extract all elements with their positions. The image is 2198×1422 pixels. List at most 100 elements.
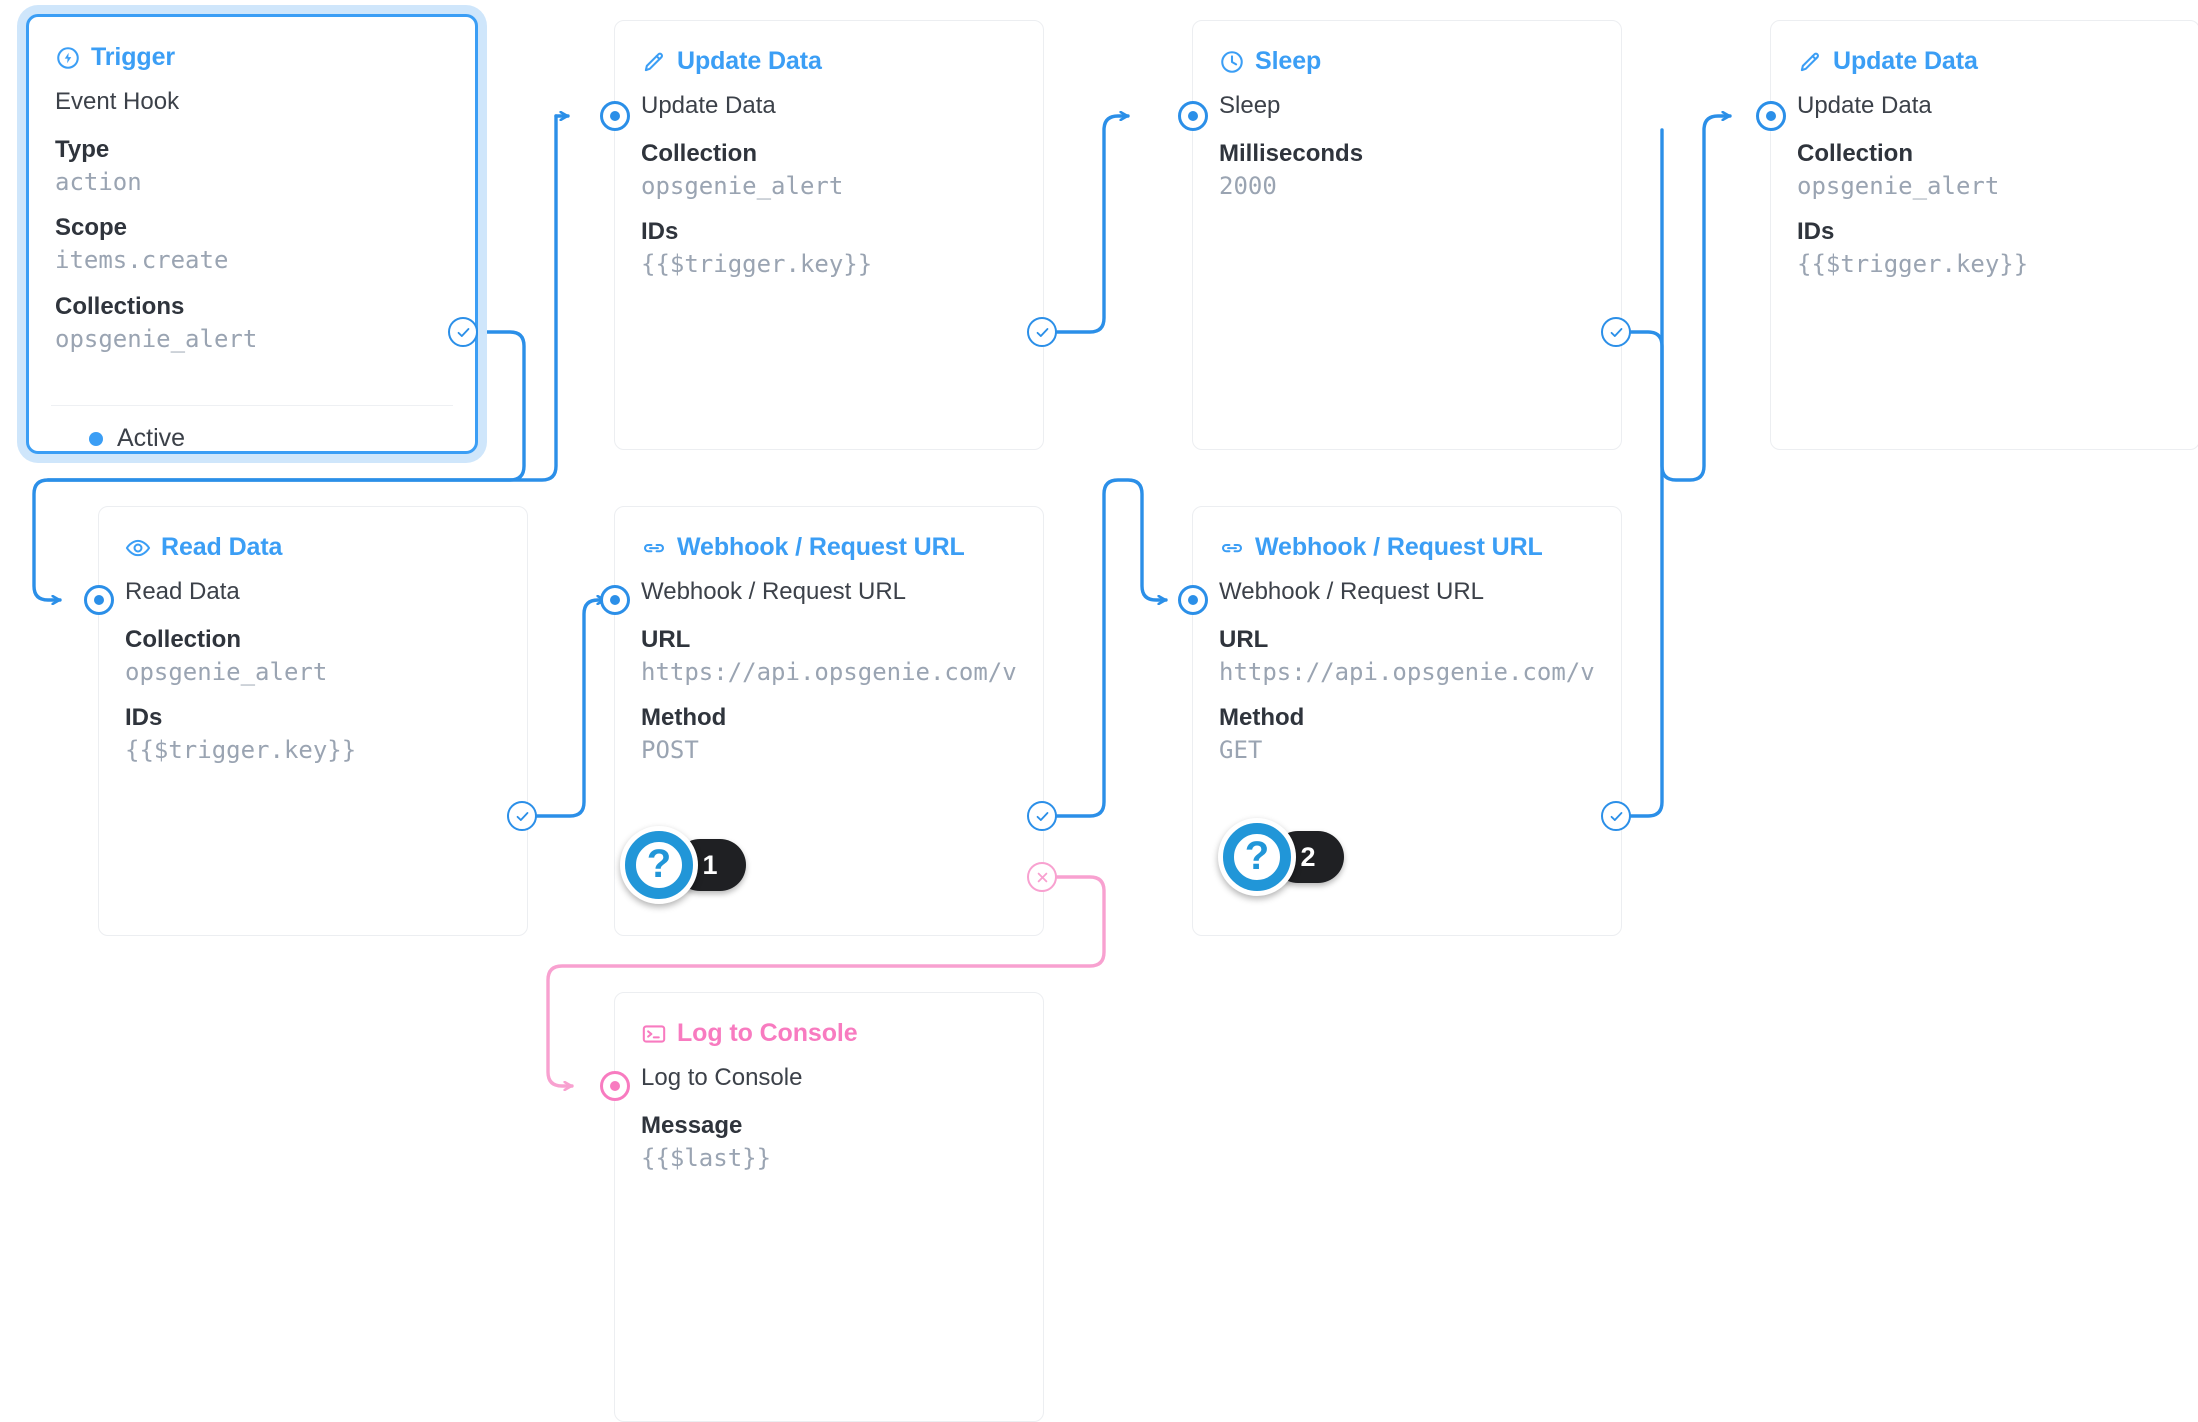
- card-body: Webhook / Request URL URL https://api.op…: [1193, 562, 1621, 767]
- field-ids: IDs {{$trigger.key}}: [1797, 216, 2173, 280]
- card-header: Sleep: [1193, 21, 1621, 76]
- field-milliseconds: Milliseconds 2000: [1219, 138, 1595, 202]
- card-body: Sleep Milliseconds 2000: [1193, 76, 1621, 202]
- field-method: Method GET: [1219, 702, 1595, 766]
- field-message: Message {{$last}}: [641, 1110, 1017, 1174]
- node-row-name: Log to Console: [641, 1064, 803, 1091]
- card-body: Update Data Collection opsgenie_alert ID…: [615, 76, 1043, 281]
- field-value: opsgenie_alert: [125, 658, 328, 687]
- field-ids: IDs {{$trigger.key}}: [125, 702, 501, 766]
- port-resolve-sleep[interactable]: [1601, 317, 1631, 347]
- port-resolve-webhook-get[interactable]: [1601, 801, 1631, 831]
- badge-2[interactable]: ? 2: [1218, 818, 1344, 896]
- node-card-update-data-2[interactable]: Update Data Update Data Collection opsge…: [1770, 20, 2198, 450]
- card-header: Log to Console: [615, 993, 1043, 1048]
- port-resolve-trigger[interactable]: [448, 317, 478, 347]
- field-label: IDs: [1797, 218, 1835, 246]
- field-value: action: [55, 168, 142, 197]
- field-label: IDs: [125, 704, 163, 732]
- field-value: POST: [641, 736, 699, 765]
- field-label: Collection: [641, 140, 758, 167]
- card-type-label: Webhook / Request URL: [677, 533, 965, 561]
- port-resolve-update-data-1[interactable]: [1027, 317, 1057, 347]
- field-label: Milliseconds: [1219, 140, 1364, 167]
- field-value: https://api.opsgenie.com/v…: [1219, 658, 1595, 687]
- field-url: URL https://api.opsgenie.com/v…: [641, 624, 1017, 688]
- card-type-label: Update Data: [1833, 47, 1978, 75]
- port-target-webhook-post[interactable]: [600, 585, 630, 615]
- field-label: Scope: [55, 214, 128, 242]
- field-value: opsgenie_alert: [55, 324, 258, 353]
- card-body: Update Data Collection opsgenie_alert ID…: [1771, 76, 2198, 281]
- field-value: opsgenie_alert: [641, 172, 844, 201]
- terminal-icon: [641, 1021, 667, 1047]
- node-row-name: Update Data: [1797, 92, 1932, 119]
- field-value: {{$trigger.key}}: [125, 736, 357, 765]
- field-collection: Collection opsgenie_alert: [1797, 138, 2173, 202]
- card-header: Update Data: [615, 21, 1043, 76]
- field-value: {{$last}}: [641, 1144, 772, 1173]
- status-badge: Active: [89, 424, 185, 453]
- card-type-label: Trigger: [91, 43, 176, 71]
- card-header: Update Data: [1771, 21, 2198, 76]
- node-card-sleep[interactable]: Sleep Sleep Milliseconds 2000: [1192, 20, 1622, 450]
- card-header: Trigger: [29, 17, 475, 72]
- card-type-label: Webhook / Request URL: [1255, 533, 1543, 561]
- card-body: Webhook / Request URL URL https://api.op…: [615, 562, 1043, 767]
- card-body: Event Hook Type action Scope items.creat…: [29, 72, 475, 355]
- port-target-update-data-2[interactable]: [1756, 101, 1786, 131]
- port-target-webhook-get[interactable]: [1178, 585, 1208, 615]
- field-collections: Collections opsgenie_alert: [55, 291, 449, 355]
- field-value: GET: [1219, 736, 1263, 765]
- card-type-label: Log to Console: [677, 1019, 858, 1047]
- field-ids: IDs {{$trigger.key}}: [641, 216, 1017, 280]
- field-label: Collections: [55, 292, 185, 320]
- card-divider: [51, 405, 453, 406]
- port-target-update-data-1[interactable]: [600, 101, 630, 131]
- node-row-name: Update Data: [641, 92, 776, 119]
- status-dot: [89, 431, 103, 446]
- field-value: https://api.opsgenie.com/v…: [641, 658, 1017, 687]
- clock-icon: [1219, 49, 1245, 75]
- question-mark-icon: ?: [620, 826, 698, 904]
- field-label: Collection: [125, 626, 242, 653]
- node-row-name: Webhook / Request URL: [1219, 578, 1485, 605]
- node-card-update-data-1[interactable]: Update Data Update Data Collection opsge…: [614, 20, 1044, 450]
- port-reject-webhook-post[interactable]: [1027, 862, 1057, 892]
- card-type-label: Update Data: [677, 47, 822, 75]
- card-body: Log to Console Message {{$last}}: [615, 1048, 1043, 1174]
- node-row-name: Sleep: [1219, 92, 1281, 119]
- node-card-trigger[interactable]: Trigger Event Hook Type action Scope ite…: [26, 14, 478, 454]
- badge-symbol: ?: [1244, 834, 1270, 878]
- port-target-read-data[interactable]: [84, 585, 114, 615]
- field-label: Collection: [1797, 140, 1914, 167]
- field-label: Method: [1219, 704, 1305, 732]
- badge-symbol: ?: [646, 842, 672, 886]
- card-header: Webhook / Request URL: [1193, 507, 1621, 562]
- badge-1[interactable]: ? 1: [620, 826, 746, 904]
- field-type: Type action: [55, 134, 449, 198]
- card-header: Read Data: [99, 507, 527, 562]
- port-resolve-read-data[interactable]: [507, 801, 537, 831]
- field-value: {{$trigger.key}}: [1797, 250, 2029, 279]
- field-value: {{$trigger.key}}: [641, 250, 873, 279]
- link-icon: [641, 535, 667, 561]
- field-method: Method POST: [641, 702, 1017, 766]
- field-label: IDs: [641, 218, 679, 246]
- field-value: opsgenie_alert: [1797, 172, 2000, 201]
- status-label: Active: [117, 424, 186, 452]
- pencil-icon: [641, 49, 667, 75]
- port-target-log-to-console[interactable]: [600, 1071, 630, 1101]
- port-target-sleep[interactable]: [1178, 101, 1208, 131]
- field-value: items.create: [55, 246, 229, 275]
- node-card-read-data[interactable]: Read Data Read Data Collection opsgenie_…: [98, 506, 528, 936]
- field-scope: Scope items.create: [55, 212, 449, 276]
- node-card-webhook-get[interactable]: Webhook / Request URL Webhook / Request …: [1192, 506, 1622, 936]
- port-resolve-webhook-post[interactable]: [1027, 801, 1057, 831]
- question-mark-icon: ?: [1218, 818, 1296, 896]
- node-card-log-to-console[interactable]: Log to Console Log to Console Message {{…: [614, 992, 1044, 1422]
- card-header: Webhook / Request URL: [615, 507, 1043, 562]
- node-row-name: Event Hook: [55, 88, 180, 115]
- field-value: 2000: [1219, 172, 1277, 201]
